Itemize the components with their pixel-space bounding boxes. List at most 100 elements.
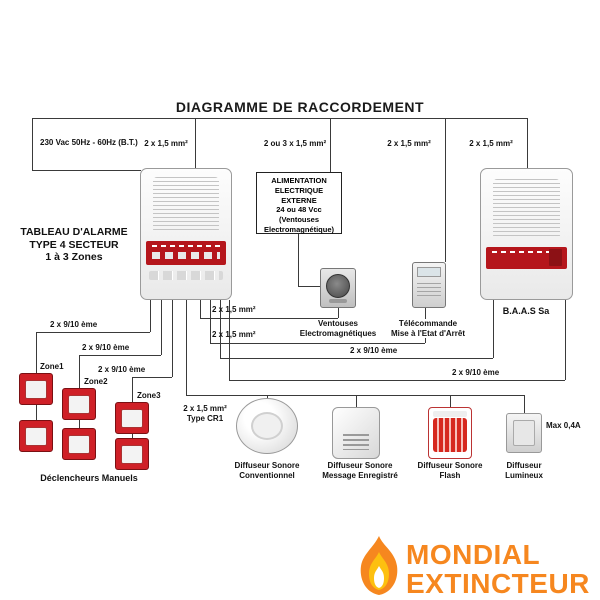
wire-label-mid-remote: 2 x 1,5 mm²	[212, 330, 256, 339]
telecommande-label: Télécommande Mise à l'Etat d'Arrêt	[380, 319, 476, 339]
beacon-device	[506, 413, 542, 453]
wire-mains-into-panel	[32, 170, 141, 171]
zone2-label: Zone2	[84, 377, 108, 386]
siren-horn-icon	[251, 412, 283, 440]
wire-label-zone3: 2 x 9/10 ème	[98, 365, 146, 374]
beacon-window-icon	[513, 420, 535, 446]
brand-line2: EXTINCTEUR	[406, 568, 590, 599]
remote-control-device	[412, 262, 446, 308]
zone3-label: Zone3	[137, 391, 161, 400]
wire-sounder-v	[186, 300, 187, 395]
wire-label-mid-ventouse: 2 x 1,5 mm²	[212, 305, 256, 314]
speaker-grille-icon	[153, 177, 219, 233]
wire-zone1-link	[36, 405, 37, 420]
sounder-conventional-device	[236, 398, 298, 454]
wire-ventouse-v2	[338, 308, 339, 318]
wire-label-baas-link: 2 x 9/10 ème	[350, 346, 398, 355]
wire-ventouse-h	[200, 318, 338, 319]
brand-line1: MONDIAL	[406, 539, 541, 570]
wire-top-bus	[32, 118, 527, 119]
diffuseur-flash-label: Diffuseur Sonore Flash	[412, 461, 488, 481]
baas-strip-marks	[492, 251, 561, 253]
wire-zone3-h	[132, 377, 172, 378]
diagram-title: DIAGRAMME DE RACCORDEMENT	[175, 99, 425, 115]
manual-call-point-zone1-a	[19, 373, 53, 405]
max-current-label: Max 0,4A	[546, 421, 581, 430]
alarm-panel-title: TABLEAU D'ALARME TYPE 4 SECTEUR 1 à 3 Zo…	[20, 226, 128, 264]
call-point-glass	[68, 395, 90, 414]
zone1-label: Zone1	[40, 362, 64, 371]
call-point-glass	[121, 445, 143, 464]
mains-label: 230 Vac 50Hz - 60Hz (B.T.)	[40, 138, 138, 147]
wire-baas-drop	[527, 118, 528, 168]
wire-zone3-v1	[172, 300, 173, 377]
diffuseur-conventionnel-label: Diffuseur Sonore Conventionnel	[221, 461, 313, 481]
wire-baas2-v1	[229, 300, 230, 380]
diffuseur-message-label: Diffuseur Sonore Message Enregistré	[314, 461, 406, 481]
flame-icon	[356, 536, 402, 596]
panel-buttons	[149, 271, 223, 280]
baas-brand-icon	[549, 249, 562, 266]
wire-label-zone2: 2 x 9/10 ème	[82, 343, 130, 352]
wire-ventouse-v1	[200, 300, 201, 318]
remote-terminals	[417, 283, 441, 296]
wire-alim-ventouse-v	[298, 234, 299, 286]
panel-strip-labels	[152, 252, 220, 259]
baas-grille-icon	[493, 179, 560, 239]
power-supply-box: ALIMENTATION ELECTRIQUE EXTERNE 24 ou 48…	[256, 172, 342, 234]
wire-remote-v1	[210, 300, 211, 343]
wire-zone1-v2	[36, 332, 37, 374]
wire-label-alim: 2 ou 3 x 1,5 mm²	[263, 139, 327, 148]
wire-baas1-h	[220, 358, 493, 359]
speaker-slots-icon	[343, 434, 369, 450]
baas-device	[480, 168, 573, 300]
wire-alim-ventouse-h	[298, 286, 322, 287]
wire-drop-flash	[450, 395, 451, 407]
sounder-message-device	[332, 407, 380, 459]
wire-panel-drop	[195, 118, 196, 168]
baas-red-strip	[486, 247, 567, 269]
call-point-glass	[25, 427, 47, 446]
diffuseur-lumineux-label: Diffuseur Lumineux	[494, 461, 554, 481]
manual-call-point-zone3-b	[115, 438, 149, 470]
ventouse-device	[320, 268, 356, 308]
baas-label: B.A.A.S Sa	[496, 306, 556, 317]
wire-zone2-v2	[79, 355, 80, 388]
call-point-glass	[121, 409, 143, 428]
wire-remote-drop	[445, 118, 446, 262]
manual-call-point-zone3-a	[115, 402, 149, 434]
alarm-panel-device	[140, 168, 232, 300]
wire-baas1-v2	[493, 300, 494, 358]
wire-alim-drop	[330, 118, 331, 172]
wire-zone2-v1	[161, 300, 162, 355]
wire-zone3-v2	[132, 377, 133, 402]
wire-zone1-h	[36, 332, 150, 333]
wire-drop-message	[356, 395, 357, 407]
panel-red-strip	[146, 241, 226, 265]
remote-display	[417, 267, 441, 277]
wire-label-baas-link2: 2 x 9/10 ème	[452, 368, 500, 377]
ventouse-base	[329, 299, 347, 303]
wire-drop-lumineux	[524, 395, 525, 413]
manual-call-point-zone2-b	[62, 428, 96, 460]
call-point-glass	[68, 435, 90, 454]
wire-label-remote: 2 x 1,5 mm²	[387, 139, 431, 148]
flash-cap	[433, 411, 467, 417]
brand-wordmark: MONDIAL EXTINCTEUR	[406, 540, 590, 598]
panel-strip-marks	[152, 245, 220, 247]
call-point-glass	[25, 380, 47, 399]
wire-sounder-bus	[186, 395, 524, 396]
wire-zone3-link	[132, 434, 133, 438]
wire-zone2-h	[79, 355, 161, 356]
manual-call-point-zone2-a	[62, 388, 96, 420]
wire-label-panel: 2 x 1,5 mm²	[144, 139, 188, 148]
flash-lens-icon	[433, 418, 467, 452]
wire-label-baas: 2 x 1,5 mm²	[469, 139, 513, 148]
sounder-flash-device	[428, 407, 472, 459]
magnet-icon	[326, 274, 350, 298]
wire-label-cr1: 2 x 1,5 mm² Type CR1	[183, 404, 227, 423]
wire-baas1-v1	[220, 300, 221, 358]
manual-call-point-zone1-b	[19, 420, 53, 452]
wire-remote-h	[210, 343, 425, 344]
